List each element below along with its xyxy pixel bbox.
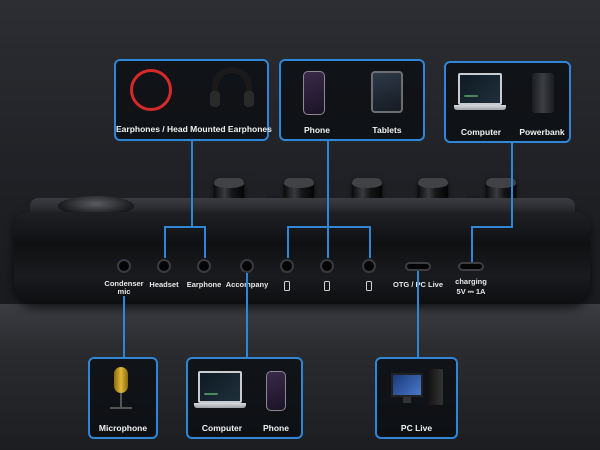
microphone-label: Microphone <box>98 423 148 433</box>
pc-live-label: PC Live <box>400 423 433 433</box>
charging-spec-label: 5V ⎓ 1A <box>456 287 486 296</box>
computer-phone-box: Computer Phone <box>186 357 303 439</box>
earphone-port[interactable] <box>197 259 211 273</box>
connector-line <box>471 226 473 262</box>
laptop-icon <box>194 403 246 408</box>
connector-line <box>287 226 371 228</box>
computer-powerbank-box: Computer Powerbank <box>444 61 571 143</box>
connector-line <box>369 226 371 258</box>
phone-tablets-box: Phone Tablets <box>279 59 425 141</box>
connector-line <box>417 271 419 358</box>
phone-port-1[interactable] <box>280 259 294 273</box>
phone-icon <box>284 281 290 291</box>
phone-icon <box>303 71 325 115</box>
connector-line <box>164 226 206 228</box>
connector-line <box>123 296 125 358</box>
phone-icon <box>266 371 286 411</box>
phone-icon <box>366 281 372 291</box>
tablets-label: Tablets <box>372 125 402 135</box>
condenser-mic-label: Condenser mic <box>104 279 144 296</box>
connector-line <box>204 226 206 258</box>
laptop-icon <box>198 371 242 403</box>
volume-knob[interactable] <box>58 196 134 216</box>
condenser-mic-port[interactable] <box>117 259 131 273</box>
computer-label: Computer <box>460 127 502 137</box>
earphone-label: Earphone <box>186 280 222 289</box>
connector-line <box>511 143 513 228</box>
phone-port-2[interactable] <box>320 259 334 273</box>
earphones-icon <box>130 69 172 111</box>
charging-label: charging <box>455 277 487 286</box>
laptop-icon <box>458 73 502 105</box>
laptop-icon <box>454 105 506 110</box>
earphones-box-label: Earphones / Head Mounted Earphones <box>116 124 272 134</box>
phone-label: Phone <box>263 423 289 433</box>
phone-icon <box>324 281 330 291</box>
microphone-icon <box>114 367 128 393</box>
headset-port[interactable] <box>157 259 171 273</box>
desktop-pc-icon <box>391 373 423 397</box>
connector-line <box>246 273 248 358</box>
computer-label: Computer <box>201 423 243 433</box>
desktop-pc-icon <box>427 369 443 405</box>
connector-line <box>471 226 513 228</box>
headphones-icon <box>244 91 254 107</box>
connector-line <box>191 141 193 227</box>
pc-live-box: PC Live <box>375 357 458 439</box>
connector-line <box>287 226 289 258</box>
phone-port-3[interactable] <box>362 259 376 273</box>
earphones-box: Earphones / Head Mounted Earphones <box>114 59 272 141</box>
headphones-icon <box>210 91 220 107</box>
desktop-pc-icon <box>403 397 411 403</box>
otg-usbc-port[interactable] <box>405 262 431 271</box>
connector-line <box>327 141 329 258</box>
headphones-icon <box>212 67 252 103</box>
charging-usbc-port[interactable] <box>458 262 484 271</box>
connector-line <box>164 226 166 258</box>
phone-label: Phone <box>304 125 330 135</box>
powerbank-label: Powerbank <box>519 127 565 137</box>
microphone-icon <box>120 393 122 407</box>
microphone-icon <box>110 407 132 409</box>
tablet-icon <box>371 71 403 113</box>
microphone-box: Microphone <box>88 357 158 439</box>
headset-label: Headset <box>149 280 179 289</box>
powerbank-icon <box>532 73 554 113</box>
accompany-port[interactable] <box>240 259 254 273</box>
